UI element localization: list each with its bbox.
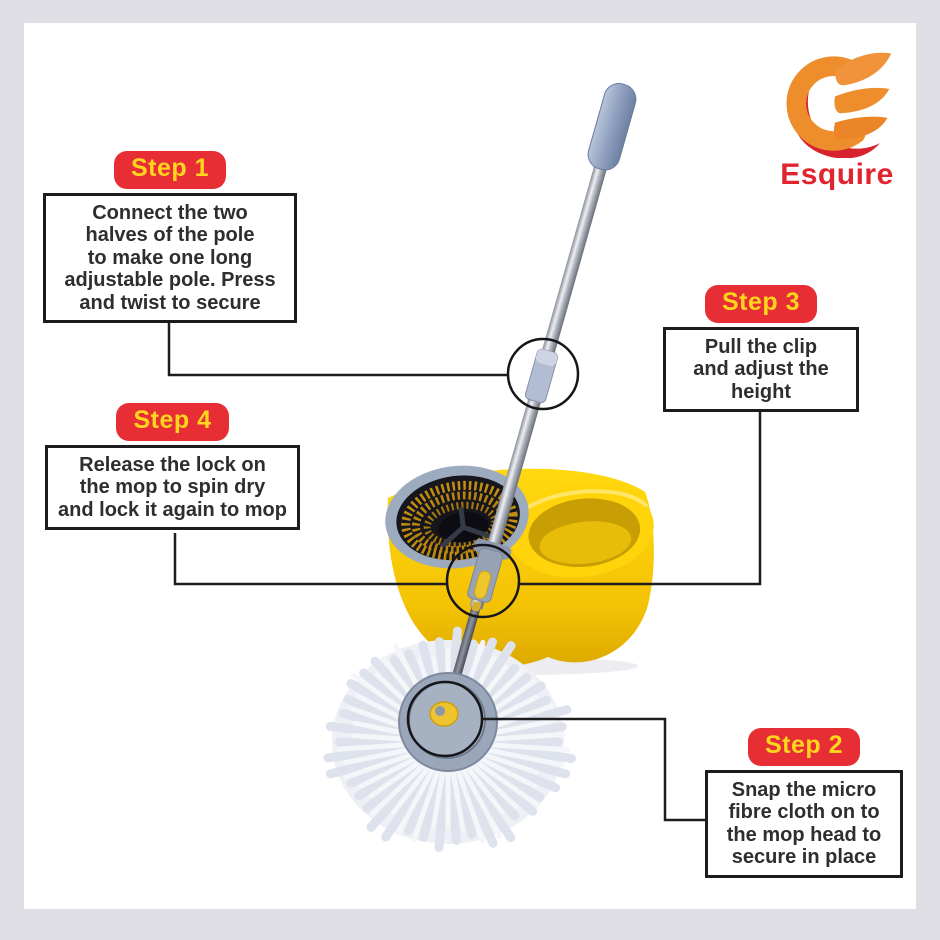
brand-wordmark: Esquire [780, 158, 894, 191]
brand-logo: Esquire [769, 46, 905, 190]
step-3-callout: Step 3 Pull the clip and adjust the heig… [663, 285, 859, 413]
leader-line-step3 [519, 407, 762, 586]
step-4-text-box: Release the lock on the mop to spin dry … [45, 444, 300, 531]
step-4-callout: Step 4 Release the lock on the mop to sp… [45, 403, 300, 531]
spin-lock-button [473, 570, 492, 599]
step-4-badge: Step 4 [116, 403, 229, 441]
step-3-badge: Step 3 [704, 285, 818, 323]
leader-line-step1 [167, 317, 508, 377]
pole-handle-grip [587, 83, 637, 171]
step-1-badge: Step 1 [113, 151, 227, 189]
flame-e-icon [786, 52, 892, 158]
annotation-circle-spin-lock [445, 543, 521, 619]
step-2-badge: Step 2 [747, 728, 861, 766]
leader-line-step4 [173, 533, 447, 586]
step-2-text-box: Snap the micro fibre cloth on to the mop… [705, 769, 903, 878]
step-1-text-box: Connect the two halves of the pole to ma… [43, 192, 297, 324]
step-2-callout: Step 2 Snap the micro fibre cloth on to … [705, 728, 903, 878]
step-1-callout: Step 1 Connect the two halves of the pol… [43, 151, 297, 324]
step-3-text-box: Pull the clip and adjust the height [663, 326, 859, 413]
leader-line-step2 [482, 717, 705, 822]
